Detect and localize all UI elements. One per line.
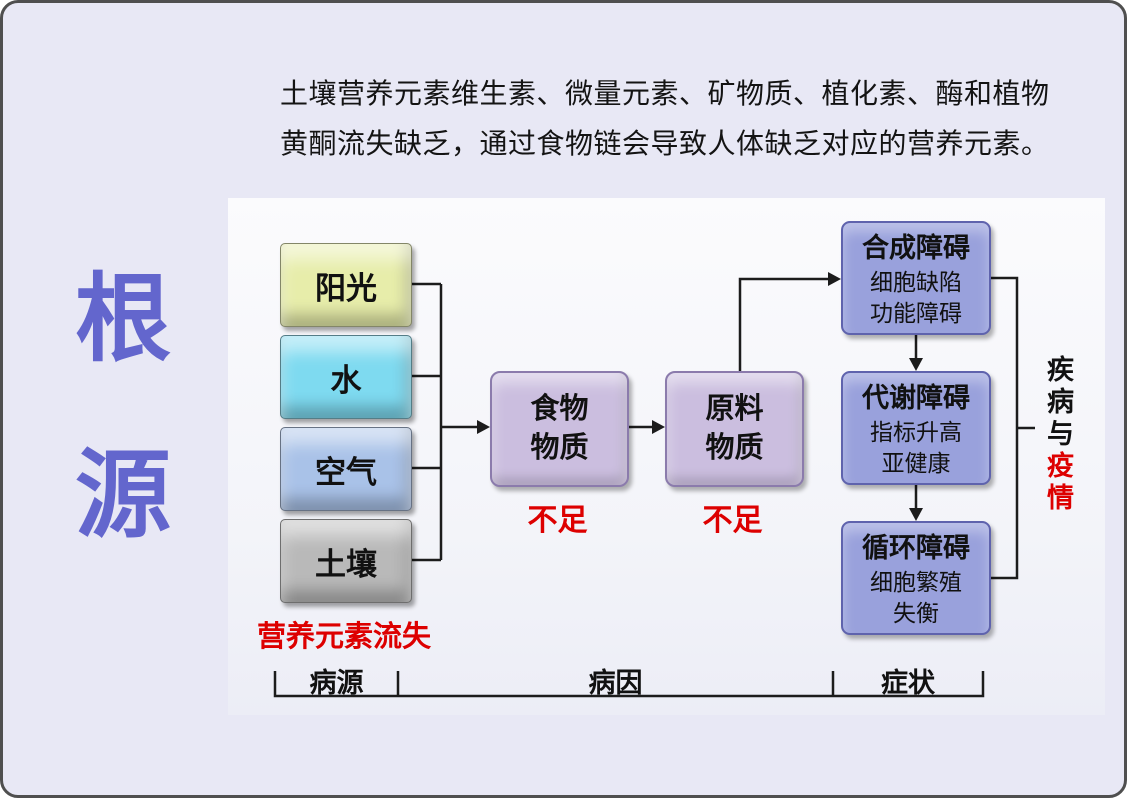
raw-box-line-2: 物质 — [705, 432, 764, 464]
stage-3-line-1: 细胞繁殖 — [870, 569, 962, 595]
stage-1-line-1: 细胞缺陷 — [870, 269, 962, 295]
source-label-water: 水 — [330, 362, 362, 398]
stage-3-title: 循环障碍 — [862, 533, 970, 563]
stage-1-title: 合成障碍 — [862, 233, 970, 263]
source-label-air: 空气 — [315, 454, 377, 490]
header-line-2: 黄酮流失缺乏，通过食物链会导致人体缺乏对应的营养元素。 — [280, 128, 1050, 159]
stage-3-line-2: 失衡 — [893, 600, 939, 626]
food-box-line-1: 食物 — [530, 392, 589, 425]
epidemic-label-red: 疫情 — [1043, 451, 1073, 515]
stage-box-synthesis-disorder: 合成障碍 细胞缺陷 功能障碍 — [841, 221, 991, 335]
title-char-root: 根 — [75, 262, 171, 375]
source-label-sunlight: 阳光 — [315, 270, 377, 306]
title-char-source: 源 — [75, 438, 171, 551]
header-line-1: 土壤营养元素维生素、微量元素、矿物质、植化素、酶和植物 — [280, 78, 1050, 109]
stage-2-line-1: 指标升高 — [870, 419, 962, 445]
footer-label-disease-cause: 病因 — [588, 668, 643, 698]
stage-box-circulation-disorder: 循环障碍 细胞繁殖 失衡 — [841, 521, 991, 635]
food-substance-box: 食物 物质 — [490, 371, 629, 487]
stage-2-title: 代谢障碍 — [862, 383, 970, 413]
stage-1-line-2: 功能障碍 — [870, 300, 962, 326]
header-text: 土壤营养元素维生素、微量元素、矿物质、植化素、酶和植物 黄酮流失缺乏，通过食物链… — [280, 69, 1050, 169]
food-shortage-note: 不足 — [527, 504, 588, 537]
source-box-air: 空气 — [280, 427, 412, 511]
raw-material-box: 原料 物质 — [665, 371, 804, 487]
disease-epidemic-label: 疾病与疫情 — [1039, 355, 1078, 535]
raw-box-line-1: 原料 — [705, 392, 764, 425]
raw-shortage-note: 不足 — [702, 504, 763, 537]
footer-label-disease-source: 病源 — [309, 668, 364, 698]
source-box-water: 水 — [280, 335, 412, 419]
disease-label-black: 疾病与 — [1043, 355, 1073, 451]
food-box-line-2: 物质 — [530, 432, 589, 464]
nutrient-loss-note: 营养元素流失 — [256, 621, 431, 653]
stage-box-metabolic-disorder: 代谢障碍 指标升高 亚健康 — [841, 371, 991, 485]
footer-label-symptoms: 症状 — [881, 668, 935, 698]
source-box-sunlight: 阳光 — [280, 243, 412, 327]
source-box-soil: 土壤 — [280, 519, 412, 603]
source-label-soil: 土壤 — [315, 546, 377, 582]
stage-2-line-2: 亚健康 — [881, 450, 951, 476]
